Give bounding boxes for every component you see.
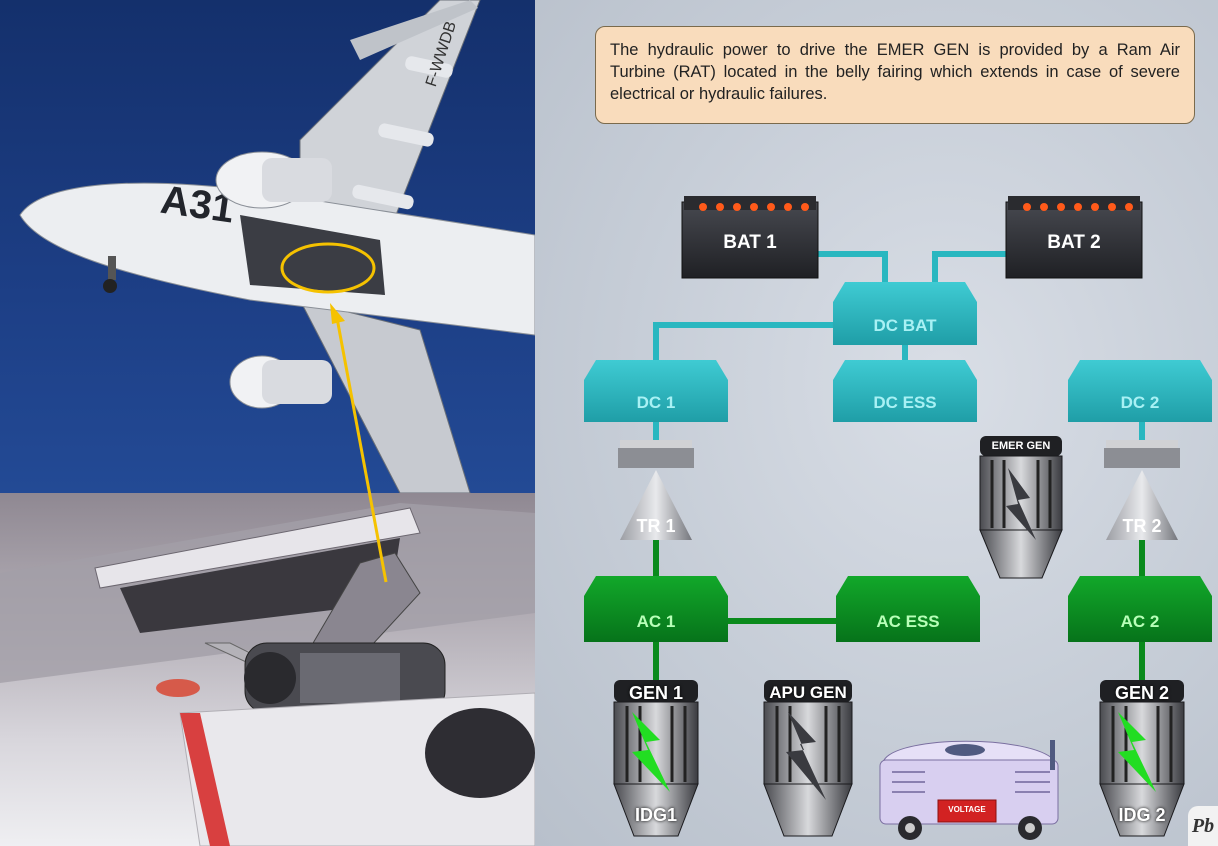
gen-1-generator[interactable] <box>613 680 699 837</box>
dc-1-label: DC 1 <box>636 393 676 412</box>
ac-2-label: AC 2 <box>1120 612 1160 631</box>
bat-1-label: BAT 1 <box>723 232 777 253</box>
battery-1[interactable] <box>681 196 819 279</box>
rat-highlight-ring <box>280 242 376 294</box>
dc-ess-bus[interactable] <box>833 360 977 422</box>
gen-2-generator[interactable] <box>1099 680 1185 837</box>
ac-2-bus[interactable] <box>1068 576 1212 642</box>
rat-closeup-illustration <box>0 503 535 846</box>
dc-2-label: DC 2 <box>1120 393 1160 412</box>
dc-2-bus[interactable] <box>1068 360 1212 422</box>
idg-2-label: IDG 2 <box>1118 805 1166 825</box>
publisher-logo: Pb <box>1188 806 1218 846</box>
gen-2-label: GEN 2 <box>1114 683 1170 703</box>
apu-gen-spark-icon <box>786 712 826 800</box>
rat-closeup-photo <box>0 493 535 846</box>
tr-2-unit[interactable] <box>1104 440 1180 540</box>
rat-info-note: The hydraulic power to drive the EMER GE… <box>595 26 1195 124</box>
gen-2-spark-icon <box>1118 712 1156 792</box>
ground-power-label: VOLTAGE <box>948 805 986 814</box>
rat-pointer-arrow <box>330 303 388 583</box>
apu-gen-generator[interactable] <box>763 680 853 837</box>
ac-ess-bus[interactable] <box>836 576 980 642</box>
battery-2[interactable] <box>1005 196 1143 279</box>
dc-bat-bus[interactable] <box>833 282 977 345</box>
dc-bat-label: DC BAT <box>873 316 937 335</box>
aircraft-underside-photo: A31 F-WWDB <box>0 0 535 494</box>
rat-info-text: The hydraulic power to drive the EMER GE… <box>610 41 1180 103</box>
emer-gen-label: EMER GEN <box>991 440 1051 452</box>
rat-photo-panel: A31 F-WWDB <box>0 0 535 846</box>
tr-2-label: TR 2 <box>1122 516 1162 536</box>
ac-wiring <box>653 540 1145 680</box>
idg-1-label: IDG1 <box>634 805 677 825</box>
gen-1-spark-icon <box>632 712 670 792</box>
emer-gen-generator[interactable] <box>979 436 1063 579</box>
apu-gen-label: APU GEN <box>769 683 847 702</box>
ac-1-bus[interactable] <box>584 576 728 642</box>
ac-ess-label: AC ESS <box>876 612 940 631</box>
bat-2-label: BAT 2 <box>1047 232 1101 253</box>
dc-wiring <box>653 251 1145 445</box>
ground-power-cart[interactable] <box>879 740 1059 840</box>
aircraft-illustration: A31 F-WWDB <box>19 0 535 494</box>
tr-1-unit[interactable] <box>618 440 694 540</box>
dc-ess-label: DC ESS <box>873 393 937 412</box>
tr-1-label: TR 1 <box>636 516 676 536</box>
dc-1-bus[interactable] <box>584 360 728 422</box>
ac-1-label: AC 1 <box>636 612 676 631</box>
gen-1-label: GEN 1 <box>628 683 684 703</box>
emer-gen-spark-icon <box>1006 468 1036 540</box>
